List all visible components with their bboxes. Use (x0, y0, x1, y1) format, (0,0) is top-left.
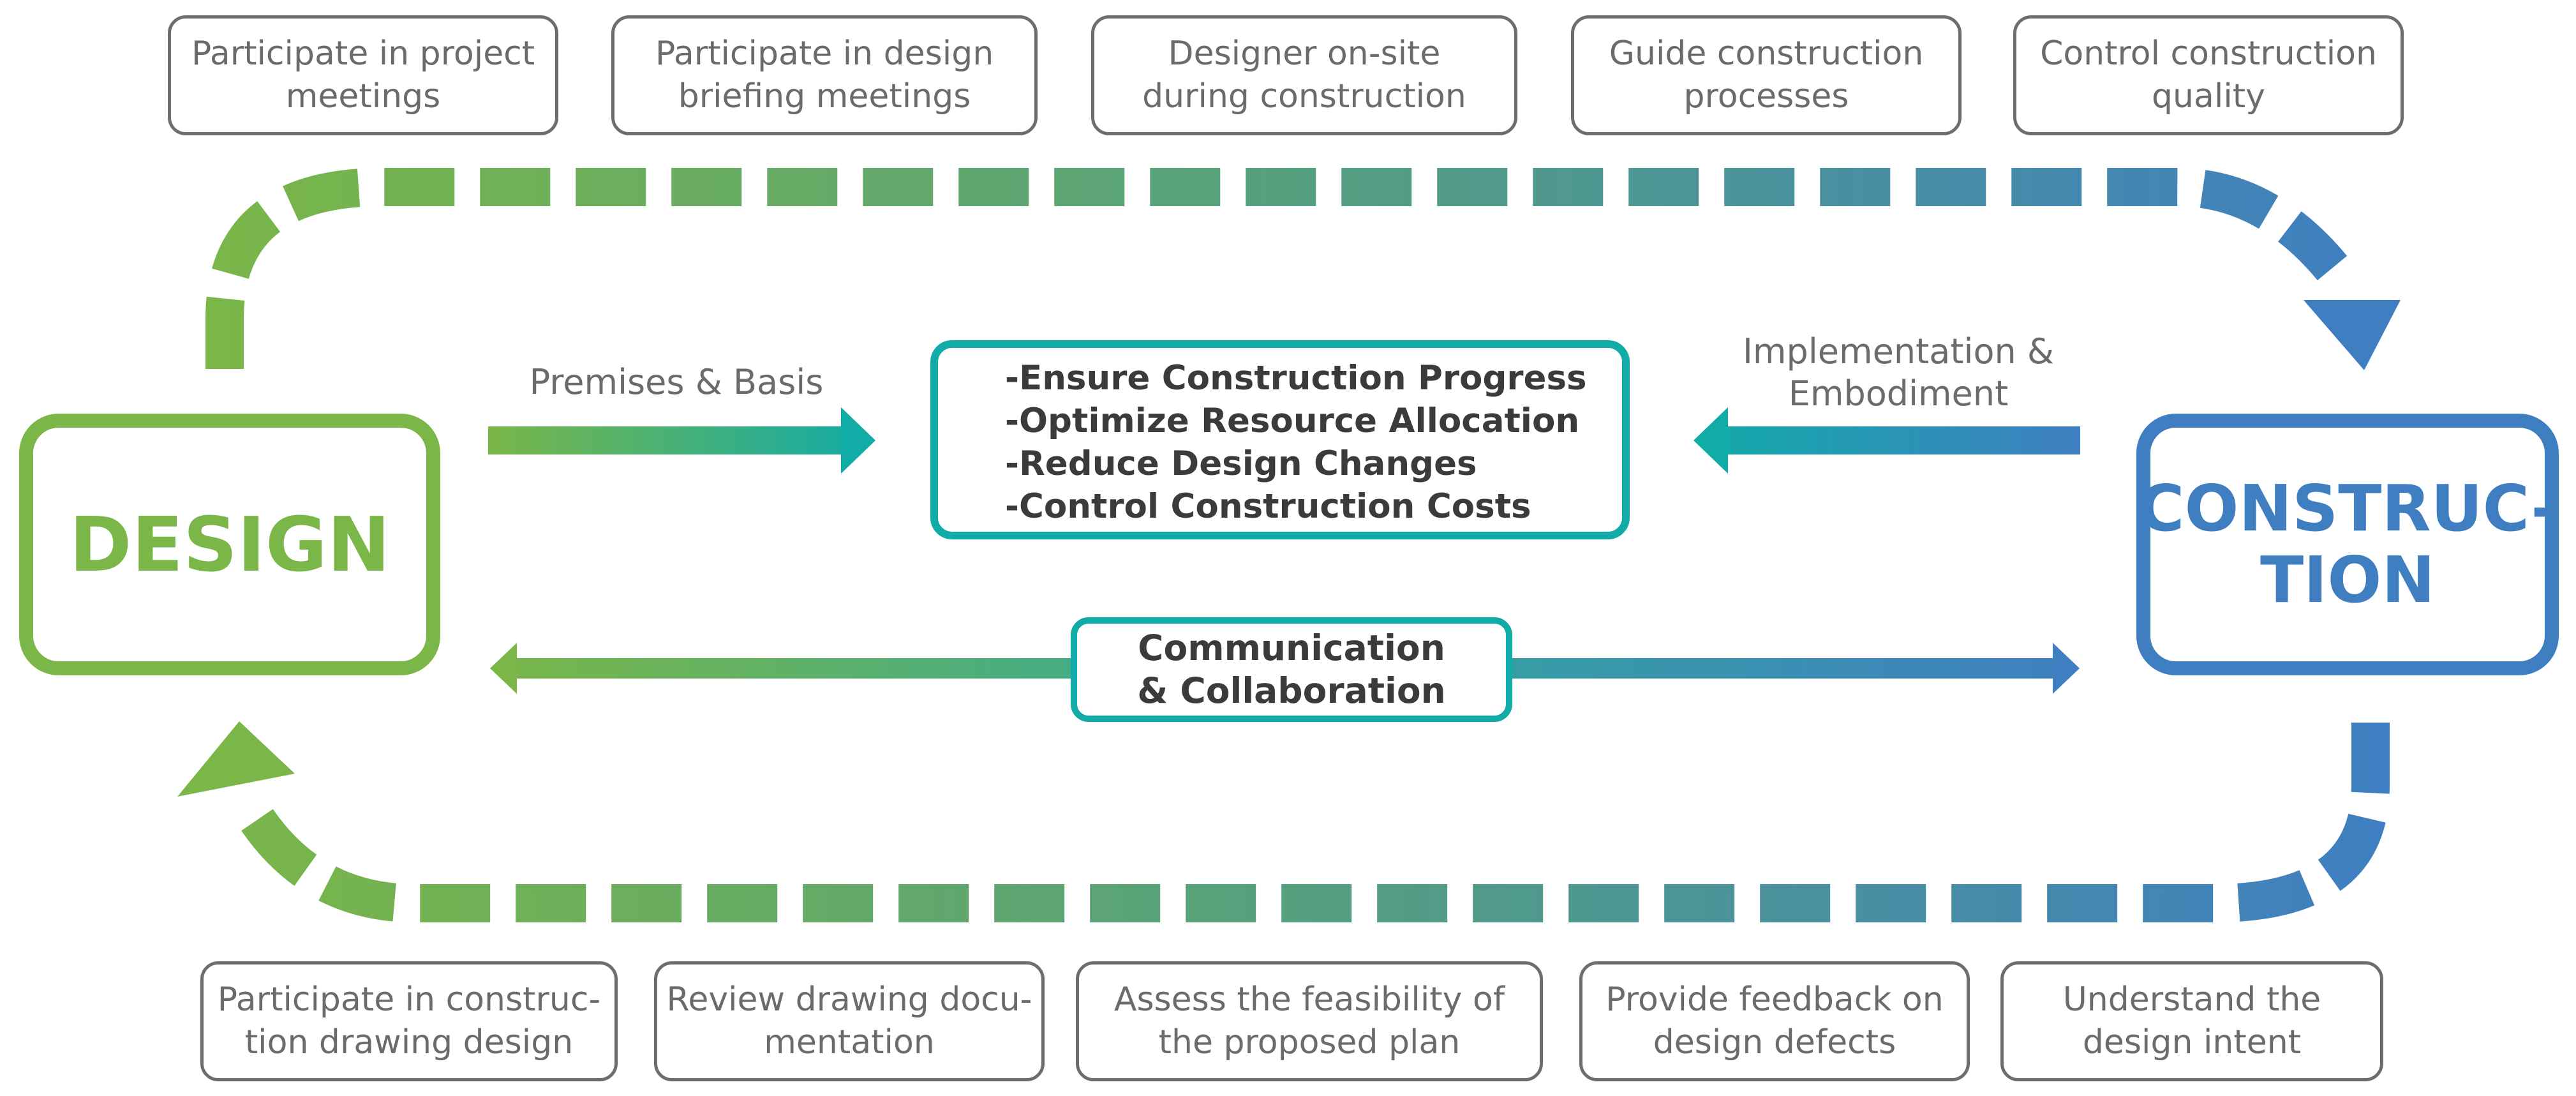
bottom-task-label: Provide feedback on design defects (1605, 980, 1944, 1062)
top-dashed-flow-arrow (205, 168, 2348, 369)
bottom-task-construction-drawing-design: Participate in construc- tion drawing de… (200, 961, 618, 1081)
premises-arrow-shaft (488, 426, 852, 454)
top-task-label: Control construction quality (2040, 34, 2377, 116)
bottom-task-assess-feasibility: Assess the feasibility of the proposed p… (1076, 961, 1543, 1081)
bottom-task-understand-intent: Understand the design intent (2000, 961, 2383, 1081)
construction-node: CONSTRUC- TION (2136, 414, 2559, 675)
top-task-label: Designer on-site during construction (1142, 34, 1466, 116)
goal-item: -Optimize Resource Allocation (1005, 402, 1580, 440)
bottom-task-label: Understand the design intent (2062, 980, 2321, 1062)
implementation-embodiment-label: Implementation & Embodiment (1742, 331, 2055, 414)
bottom-dashed-flow-arrow (239, 723, 2390, 922)
top-task-guide-construction: Guide construction processes (1571, 15, 1962, 135)
top-flow-arrowhead (2304, 300, 2401, 370)
top-task-project-meetings: Participate in project meetings (168, 15, 558, 135)
communication-arrowhead-left (490, 643, 517, 694)
bottom-task-review-drawings: Review drawing docu- mentation (654, 961, 1045, 1081)
communication-arrowhead-right (2053, 643, 2080, 694)
implementation-arrowhead (1694, 407, 1728, 474)
top-task-label: Participate in project meetings (191, 34, 535, 116)
construction-node-label: CONSTRUC- TION (2138, 471, 2557, 617)
bottom-task-label: Review drawing docu- mentation (666, 980, 1032, 1062)
bottom-task-feedback-defects: Provide feedback on design defects (1579, 961, 1970, 1081)
bottom-flow-arrowhead (177, 721, 295, 797)
top-task-design-briefing: Participate in design briefing meetings (611, 15, 1038, 135)
bottom-task-label: Participate in construc- tion drawing de… (217, 980, 601, 1062)
top-task-label: Participate in design briefing meetings (655, 34, 994, 116)
premises-basis-label: Premises & Basis (529, 362, 824, 402)
top-task-label: Guide construction processes (1609, 34, 1924, 116)
design-node-label: DESIGN (69, 500, 391, 589)
bottom-task-label: Assess the feasibility of the proposed p… (1113, 980, 1505, 1062)
goal-item: -Ensure Construction Progress (1005, 359, 1587, 398)
goal-item: -Reduce Design Changes (1005, 444, 1477, 483)
goal-item: -Control Construction Costs (1005, 487, 1531, 526)
goals-box: -Ensure Construction Progress -Optimize … (930, 340, 1630, 539)
implementation-arrow-shaft (1716, 426, 2080, 454)
communication-collaboration-label: Communication & Collaboration (1137, 627, 1446, 711)
top-task-designer-on-site: Designer on-site during construction (1091, 15, 1517, 135)
premises-arrowhead (841, 407, 875, 474)
communication-collaboration-box: Communication & Collaboration (1071, 617, 1512, 722)
top-task-control-quality: Control construction quality (2013, 15, 2404, 135)
design-node: DESIGN (19, 414, 440, 675)
